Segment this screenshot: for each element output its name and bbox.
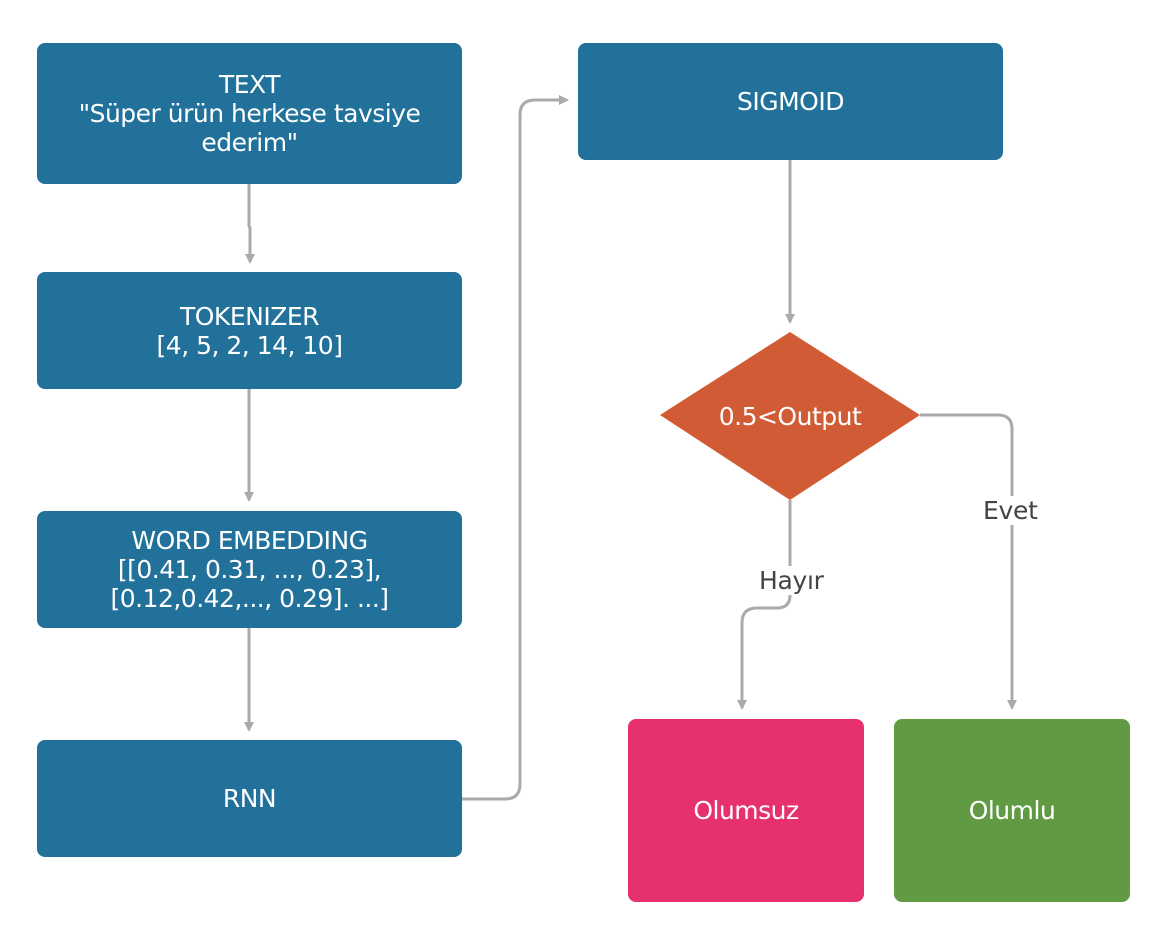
node-text-title: TEXT <box>218 70 281 99</box>
decision-diamond <box>660 332 920 500</box>
rnn-node: RNN <box>37 740 462 857</box>
edge-decision-to-negative <box>737 500 792 710</box>
node-embedding-title: WORD EMBEDDING <box>131 526 368 555</box>
node-sigmoid-label: SIGMOID <box>737 87 845 116</box>
edge-text-to-tokenizer <box>245 184 255 264</box>
node-embedding-line-1: [[0.41, 0.31, ..., 0.23], <box>117 555 382 584</box>
sigmoid-node: SIGMOID <box>578 43 1003 160</box>
node-tokenizer-title: TOKENIZER <box>179 301 320 331</box>
edge-decision-to-positive <box>920 413 1017 710</box>
node-negative-label: Olumsuz <box>693 796 799 825</box>
node-embedding-line-2: [0.12,0.42,..., 0.29]. ...] <box>110 584 389 613</box>
positive-outcome-node: Olumlu <box>894 719 1130 902</box>
node-positive-label: Olumlu <box>968 796 1056 825</box>
edge-label-no: Hayır <box>757 566 826 595</box>
node-rnn-label: RNN <box>222 784 277 813</box>
decision-label: 0.5<Output <box>718 401 862 431</box>
edge-rnn-to-sigmoid <box>462 95 569 801</box>
node-tokenizer-value: [4, 5, 2, 14, 10] <box>156 330 343 360</box>
word-embedding-node: WORD EMBEDDING [[0.41, 0.31, ..., 0.23],… <box>37 511 462 628</box>
tokenizer-node: TOKENIZER [4, 5, 2, 14, 10] <box>37 272 462 389</box>
node-text-line-2: ederim" <box>201 128 298 157</box>
edge-label-yes: Evet <box>981 496 1040 525</box>
negative-outcome-node: Olumsuz <box>628 719 864 902</box>
node-text-line-1: "Süper ürün herkese tavsiye <box>78 99 421 128</box>
text-input-node: TEXT "Süper ürün herkese tavsiye ederim" <box>37 43 462 184</box>
